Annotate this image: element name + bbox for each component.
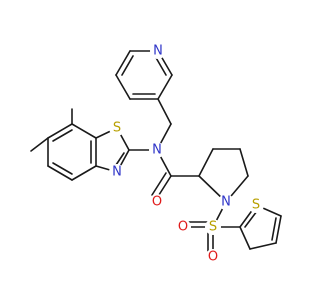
atom-n-thiazole-label: N — [112, 165, 122, 180]
atom-n-pyridine: N — [150, 43, 166, 59]
bond-thio-5 — [239, 226, 251, 250]
atom-s-sulfonyl-label: S — [209, 220, 217, 235]
bond-pyr-4 — [115, 50, 131, 76]
atom-o-amide-label: O — [152, 195, 162, 210]
bond-thio-inner-1 — [244, 210, 258, 228]
atom-n-pyridine-label: N — [153, 44, 163, 59]
bond-carbonyl-o-double — [151, 172, 167, 196]
bond-benzene-4 — [71, 165, 97, 181]
bond-benzene-6 — [71, 123, 97, 139]
bond-benzene-3 — [47, 165, 73, 181]
atom-s-thiazole: S — [109, 120, 125, 136]
atom-o-amide: O — [149, 194, 165, 210]
bond-carbonyl-o — [156, 175, 172, 199]
bond-pyr-inner-2 — [121, 55, 134, 76]
bond-ch2-pyridine — [157, 98, 172, 125]
bond-methyl-left — [30, 137, 49, 152]
bond-benzene-inner-2 — [52, 162, 73, 175]
molecule-structure-diagram: N N S N O N S O O S — [30, 43, 282, 265]
bond-thio-3 — [275, 215, 282, 244]
atom-n-pyrrolidine: N — [218, 194, 234, 210]
bond-benzene-inner-1 — [52, 129, 73, 142]
atom-o-sulfonyl-left: O — [175, 219, 191, 235]
bond-pyr-1 — [157, 74, 173, 100]
bond-pyrr-c2-c3 — [198, 148, 214, 177]
atom-n-amide-label: N — [152, 143, 162, 158]
atom-s-sulfonyl: S — [205, 219, 221, 235]
bond-thio-4 — [249, 242, 277, 250]
atom-o-sulfonyl-bottom: O — [205, 249, 221, 265]
bond-pyr-inner-1 — [154, 55, 167, 76]
atom-n-thiazole: N — [109, 164, 125, 180]
atom-n-pyrrolidine-label: N — [221, 195, 231, 210]
atom-n-amide: N — [149, 142, 165, 158]
atom-s-thiazole-label: S — [113, 121, 121, 136]
bond-pyrr-c4-c5 — [239, 148, 249, 177]
bond-benzene-1 — [47, 123, 73, 139]
atom-o-sulfonyl-bottom-label: O — [208, 250, 218, 265]
bond-pyr-5 — [115, 74, 131, 100]
atom-o-sulfonyl-left-label: O — [178, 220, 188, 235]
atom-s-thiophene-label: S — [252, 198, 260, 213]
atom-s-thiophene: S — [248, 197, 264, 213]
bond-thio-inner-2 — [271, 217, 277, 241]
